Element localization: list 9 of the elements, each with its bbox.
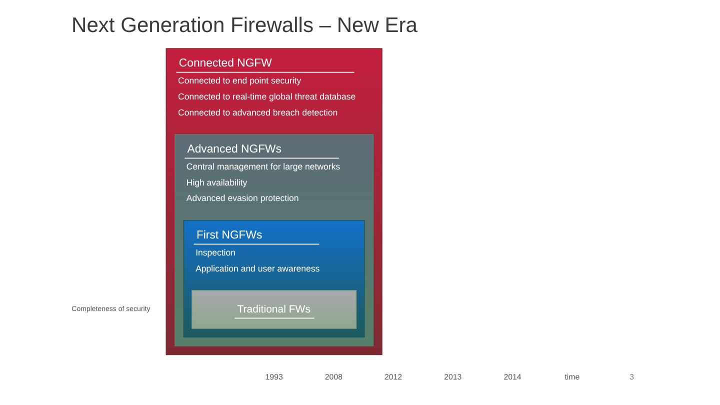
label: 3 <box>630 372 634 382</box>
node-box: Traditional FWs <box>192 290 356 329</box>
label: 2013 <box>444 372 462 382</box>
label: 1993 <box>265 372 283 382</box>
label: 2012 <box>384 372 402 382</box>
label: time <box>564 372 580 382</box>
diagram-title: Next Generation Firewalls – New Era <box>72 14 418 38</box>
label: 2014 <box>504 372 522 382</box>
label: 2008 <box>324 372 342 382</box>
